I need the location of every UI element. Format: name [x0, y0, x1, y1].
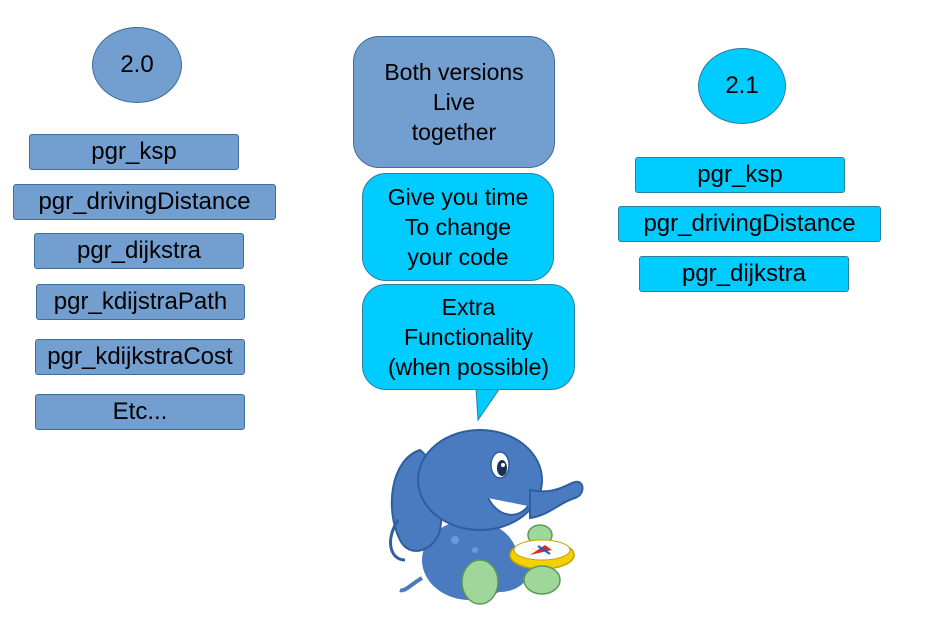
bubble-give-time: Give you time To change your code	[362, 173, 554, 281]
elephant-with-compass-icon	[389, 429, 584, 605]
bubble-both-versions: Both versions Live together	[353, 36, 555, 168]
version-2-1-label: 2.1	[725, 72, 759, 99]
old-function-kdijkstra-cost: pgr_kdijkstraCost	[35, 339, 245, 375]
new-function-ksp: pgr_ksp	[635, 157, 845, 193]
old-function-dijkstra: pgr_dijkstra	[34, 233, 244, 269]
old-function-kdijstra-path: pgr_kdijstraPath	[36, 284, 245, 320]
old-function-ksp: pgr_ksp	[29, 134, 239, 170]
old-function-driving-distance: pgr_drivingDistance	[13, 184, 276, 220]
new-function-dijkstra: pgr_dijkstra	[639, 256, 849, 292]
version-2-0-label: 2.0	[120, 51, 154, 78]
version-2-0-circle: 2.0	[92, 27, 182, 103]
version-2-1-circle: 2.1	[698, 48, 786, 124]
bubble-extra-functionality: Extra Functionality (when possible)	[362, 284, 575, 390]
old-function-etc: Etc...	[35, 394, 245, 430]
new-function-driving-distance: pgr_drivingDistance	[618, 206, 881, 242]
